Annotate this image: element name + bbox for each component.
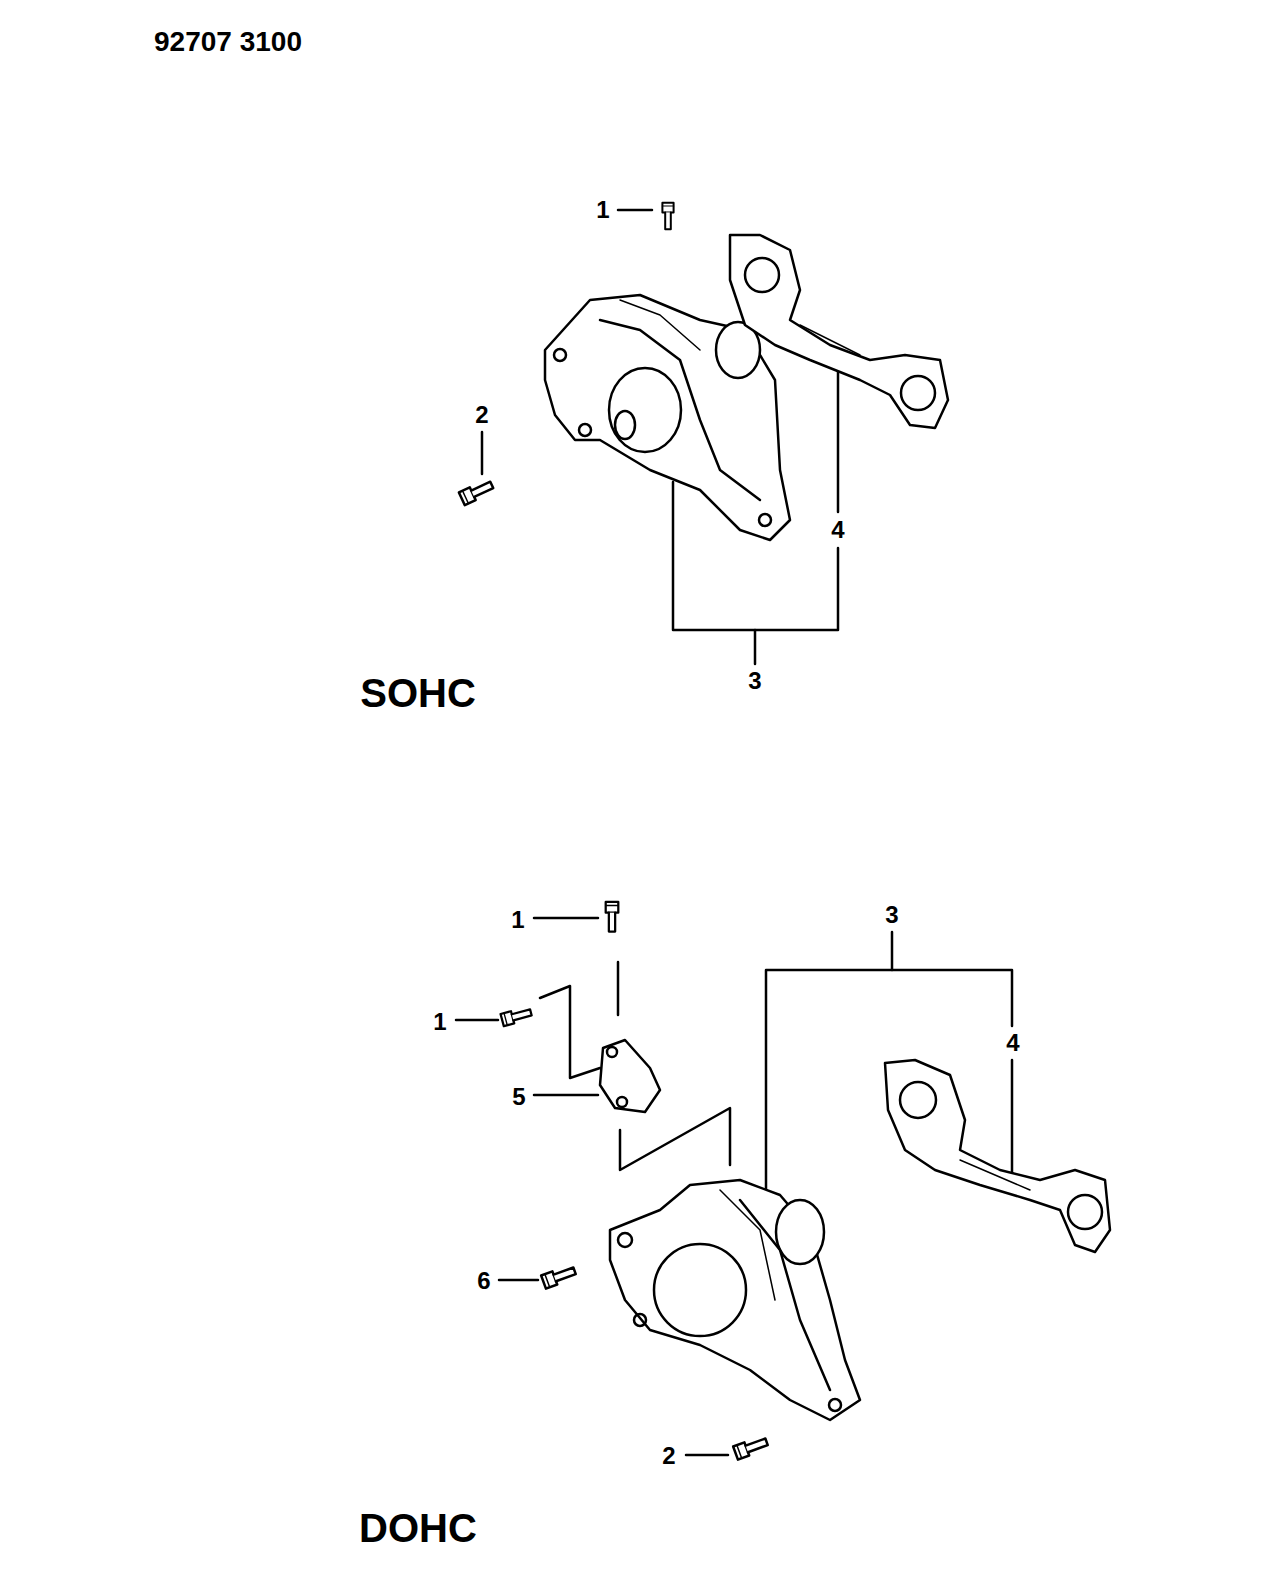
bolt — [541, 1264, 577, 1288]
callout-number: 4 — [831, 518, 844, 542]
callout-number: 1 — [511, 908, 524, 932]
gasket — [885, 1060, 1110, 1252]
bolt — [662, 203, 673, 229]
gasket — [730, 235, 948, 428]
bolt — [459, 479, 495, 506]
water-pump — [610, 1180, 860, 1420]
callout-number: 1 — [596, 198, 609, 222]
bolt — [606, 902, 619, 932]
callout-number: 6 — [477, 1269, 490, 1293]
callout-number: 2 — [475, 403, 488, 427]
diagram-number: 92707 3100 — [154, 28, 302, 56]
leader-lines — [456, 918, 1012, 1455]
callout-number: 3 — [885, 903, 898, 927]
callout-number: 2 — [662, 1444, 675, 1468]
engine-label: SOHC — [360, 673, 476, 713]
callout-number: 4 — [1006, 1031, 1019, 1055]
bolt — [501, 1006, 533, 1026]
bracket — [600, 1040, 660, 1112]
callout-number: 5 — [512, 1085, 525, 1109]
callout-number: 1 — [433, 1010, 446, 1034]
engine-label: DOHC — [359, 1508, 477, 1548]
callout-number: 3 — [748, 669, 761, 693]
bolt — [733, 1435, 769, 1459]
